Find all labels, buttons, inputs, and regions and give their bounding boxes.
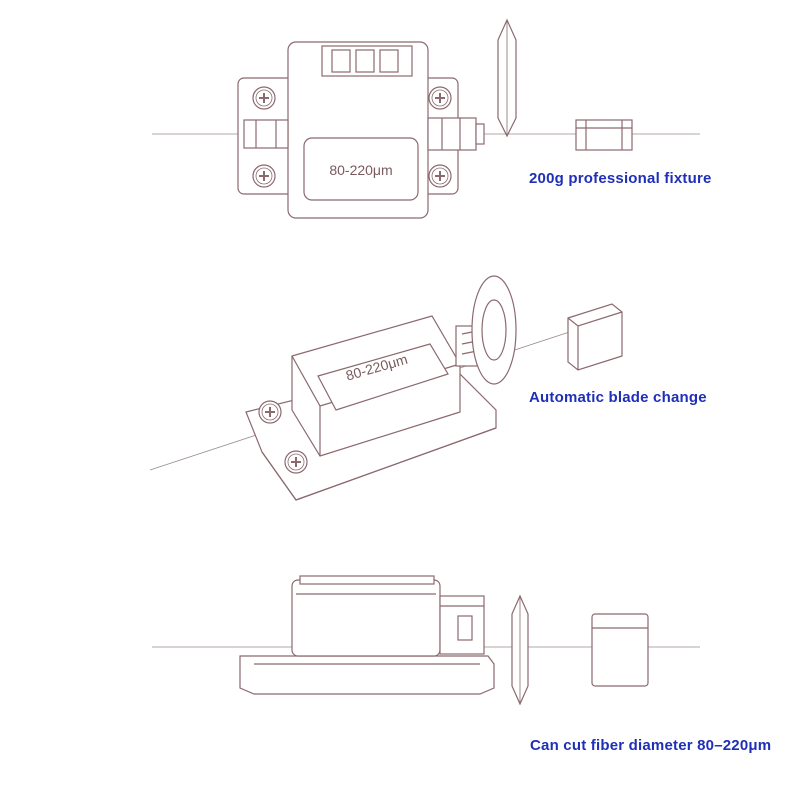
hinge-block — [321, 45, 413, 77]
fiber-holder-top — [575, 119, 633, 151]
caption-fiber-diameter: Can cut fiber diameter 80–220μm — [530, 737, 772, 754]
fixture-body-side — [291, 579, 441, 657]
top-view-fixture — [152, 18, 700, 219]
screw-icon — [252, 164, 276, 188]
screw-icon — [252, 86, 276, 110]
screw-icon — [284, 450, 308, 474]
isometric-view-blade — [149, 275, 623, 501]
screw-icon — [258, 400, 282, 424]
base-plate-side — [239, 655, 495, 695]
side-view-diameter — [152, 575, 700, 706]
caption-blade-change: Automatic blade change — [529, 389, 707, 406]
round-blade-iso — [471, 275, 517, 385]
fiber-holder-iso — [567, 303, 623, 371]
caption-fixture: 200g professional fixture — [529, 170, 712, 187]
label-plate-iso — [317, 343, 449, 411]
fiber-holder-side — [591, 613, 649, 687]
plate-label-top: 80-220μm — [329, 162, 392, 178]
right-clamp — [427, 117, 477, 151]
label-plate-top — [303, 137, 419, 201]
screw-icon — [428, 164, 452, 188]
clamp-side — [439, 595, 485, 655]
screw-icon — [428, 86, 452, 110]
left-clamp — [243, 119, 289, 149]
